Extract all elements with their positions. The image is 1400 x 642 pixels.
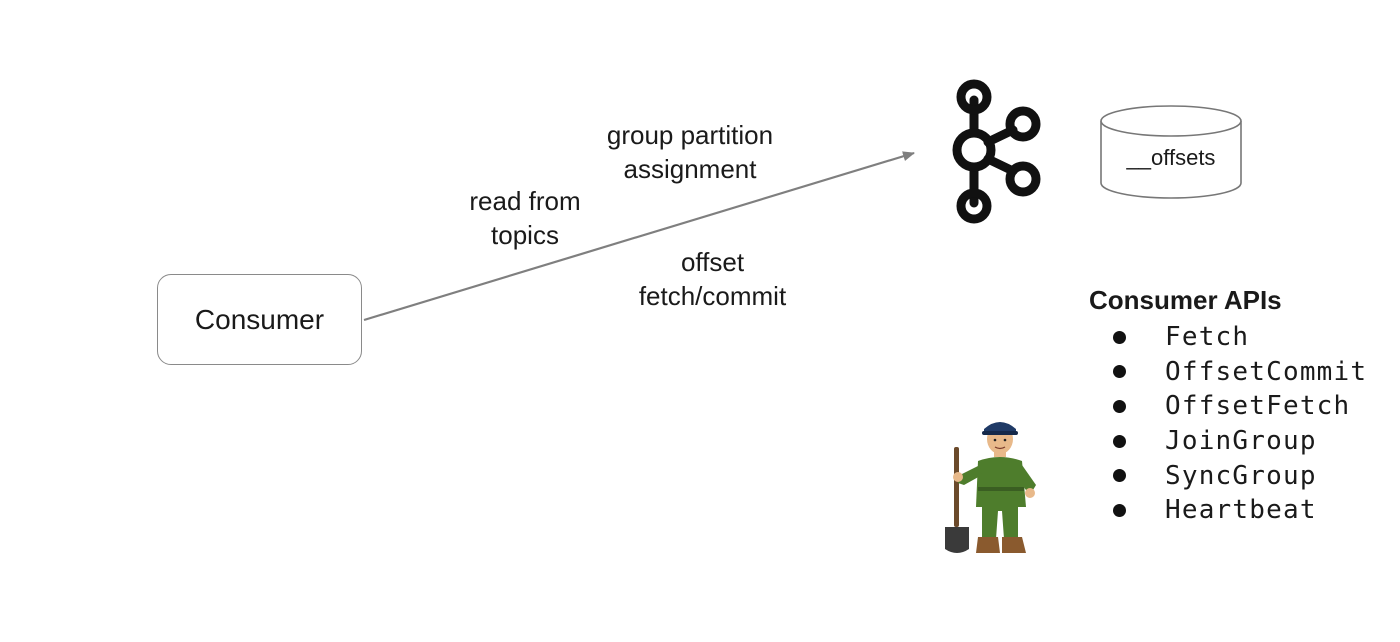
offsets-label: __offsets — [1126, 145, 1216, 170]
api-item: Fetch — [1105, 320, 1367, 355]
read-topics-label: read from topics — [450, 184, 600, 252]
api-name: SyncGroup — [1165, 460, 1317, 491]
offset-line-1: offset — [680, 247, 745, 277]
database-cylinder-icon — [1100, 105, 1242, 199]
read-topics-line-1: read from — [469, 186, 581, 216]
consumer-apis-title: Consumer APIs — [1089, 285, 1282, 315]
api-name: Heartbeat — [1165, 495, 1317, 526]
api-item: JoinGroup — [1105, 424, 1367, 459]
bullet-icon — [1113, 469, 1126, 483]
api-item: Heartbeat — [1105, 493, 1367, 528]
offset-fetch-commit-label: offset fetch/commit — [610, 245, 815, 313]
consumer-apis-list: Fetch OffsetCommit OffsetFetch JoinGroup… — [1105, 320, 1367, 528]
bullet-icon — [1113, 503, 1126, 517]
api-name: OffsetFetch — [1165, 391, 1351, 422]
worker-with-shovel-icon — [945, 422, 1036, 553]
api-name: OffsetCommit — [1165, 356, 1368, 387]
bullet-icon — [1113, 365, 1126, 379]
api-item: SyncGroup — [1105, 458, 1367, 493]
api-name: JoinGroup — [1165, 426, 1317, 457]
offset-line-2: fetch/commit — [638, 281, 787, 311]
api-name: Fetch — [1165, 322, 1250, 353]
read-topics-line-2: topics — [491, 220, 559, 250]
bullet-icon — [1113, 399, 1126, 413]
group-assignment-line-1: group partition — [606, 120, 774, 150]
api-item: OffsetCommit — [1105, 355, 1367, 390]
group-assignment-line-2: assignment — [623, 154, 757, 184]
bullet-icon — [1113, 434, 1126, 448]
consumer-node: Consumer — [157, 274, 362, 365]
arrow-line — [363, 151, 915, 322]
consumer-label: Consumer — [194, 303, 325, 335]
group-assignment-label: group partition assignment — [585, 118, 795, 186]
bullet-icon — [1113, 330, 1126, 344]
kafka-logo-icon — [952, 79, 1041, 224]
api-item: OffsetFetch — [1105, 389, 1367, 424]
